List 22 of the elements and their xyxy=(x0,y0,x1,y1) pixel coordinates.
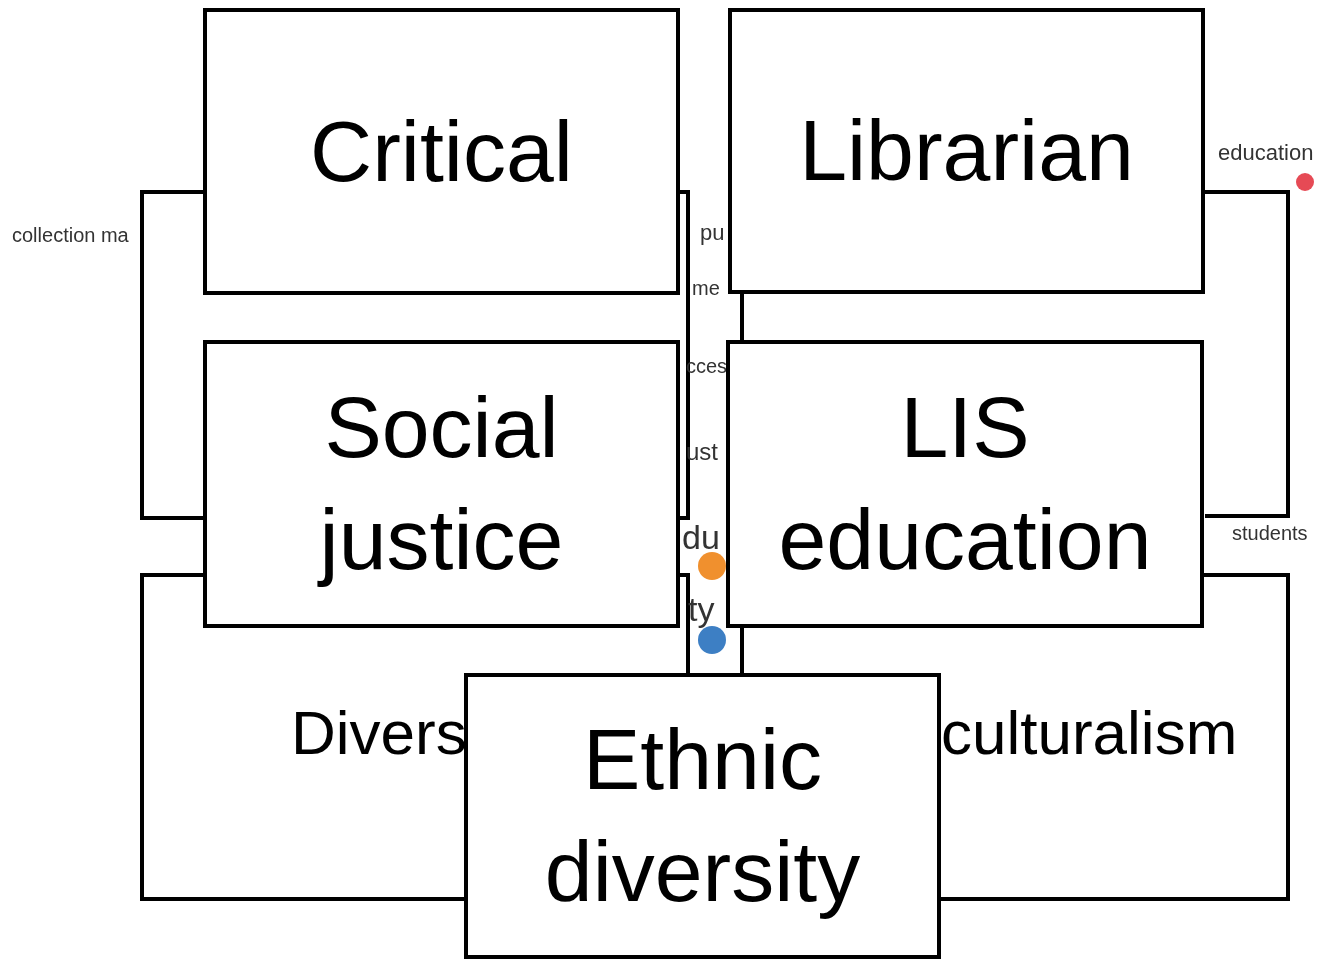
box-title: LIS education xyxy=(777,378,1153,589)
box-title: Social justice xyxy=(316,378,565,589)
map-label: me xyxy=(692,277,720,300)
empty-box xyxy=(1205,190,1290,518)
box-title: culturalism xyxy=(941,697,1238,768)
map-label: students xyxy=(1232,522,1308,545)
text-box xyxy=(726,340,1204,628)
text-box xyxy=(140,627,464,901)
box-title: Critical xyxy=(310,101,573,201)
map-label: collection ma xyxy=(12,224,129,247)
map-label: education xyxy=(1218,140,1314,166)
box-title: Divers xyxy=(291,697,467,768)
text-box xyxy=(203,340,680,628)
empty-box xyxy=(140,190,203,520)
map-label: du xyxy=(682,518,720,557)
map-label: pu xyxy=(700,220,725,246)
text-box xyxy=(728,8,1205,294)
text-box xyxy=(203,8,680,295)
box-title: Ethnic diversity xyxy=(543,710,862,921)
text-box xyxy=(941,627,1290,901)
box-title: Librarian xyxy=(799,101,1134,201)
text-box xyxy=(464,673,941,959)
